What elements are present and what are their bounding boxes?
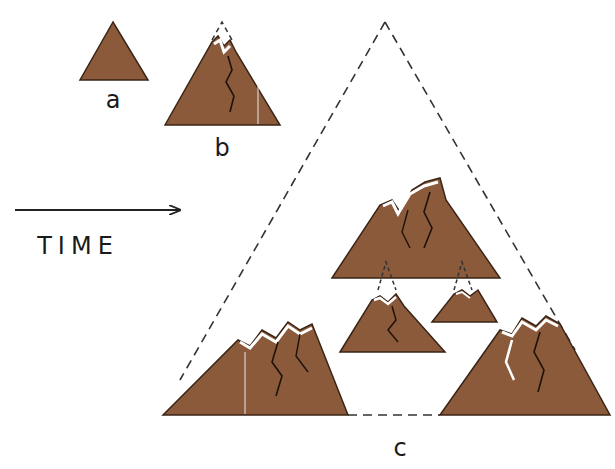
mountain [163, 322, 348, 415]
mountain [440, 316, 610, 415]
mountain [340, 262, 445, 352]
time-arrow [15, 209, 180, 211]
figure-letter: b [214, 136, 229, 160]
axis-label: TIME [37, 234, 119, 258]
mountain [432, 262, 497, 322]
small-triangle [80, 22, 148, 80]
figure-letter: a [106, 88, 121, 112]
mountain [332, 178, 500, 278]
eroded-mountain [165, 22, 280, 125]
figure-letter: c [393, 436, 406, 460]
